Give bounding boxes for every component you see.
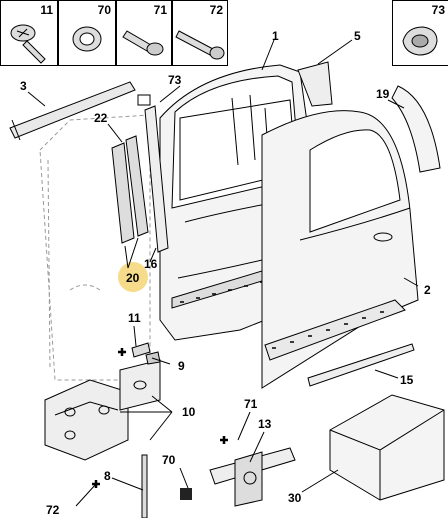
callout-20: 20	[126, 271, 140, 285]
part-box-71: 71	[116, 0, 172, 66]
callout-72: 72	[46, 503, 60, 517]
part-box-72: 72	[172, 0, 228, 66]
clip-icon	[402, 26, 438, 56]
callout-2: 2	[424, 283, 431, 297]
part-number-label: 73	[431, 3, 445, 17]
callout-19: 19	[376, 87, 390, 101]
callout-22: 22	[94, 111, 108, 125]
part-number-label: 11	[40, 3, 53, 17]
part-number-label: 71	[153, 3, 167, 17]
callout-9: 9	[178, 359, 185, 373]
bolt-icon	[122, 30, 164, 56]
part-70-marker	[180, 488, 192, 500]
callout-8: 8	[104, 469, 111, 483]
callout-70: 70	[162, 453, 176, 467]
part-box-73: 73	[392, 0, 448, 66]
highlight-marker	[118, 262, 148, 292]
callout-16: 16	[144, 257, 158, 271]
grommet-icon	[72, 26, 102, 52]
screw-icon	[10, 24, 46, 64]
callout-1: 1	[272, 29, 279, 43]
callout-15: 15	[400, 373, 414, 387]
callout-73: 73	[168, 73, 182, 87]
callout-3: 3	[20, 79, 27, 93]
callout-30: 30	[288, 491, 302, 505]
long-bolt-icon	[175, 30, 225, 60]
part-number-label: 72	[209, 3, 223, 17]
callout-71: 71	[244, 397, 258, 411]
callout-11: 11	[128, 311, 141, 325]
callout-5: 5	[354, 29, 361, 43]
part-box-11: 11	[0, 0, 58, 66]
callout-10: 10	[182, 405, 196, 419]
part-box-70: 70	[58, 0, 116, 66]
part-number-label: 70	[97, 3, 111, 17]
callout-13: 13	[258, 417, 272, 431]
